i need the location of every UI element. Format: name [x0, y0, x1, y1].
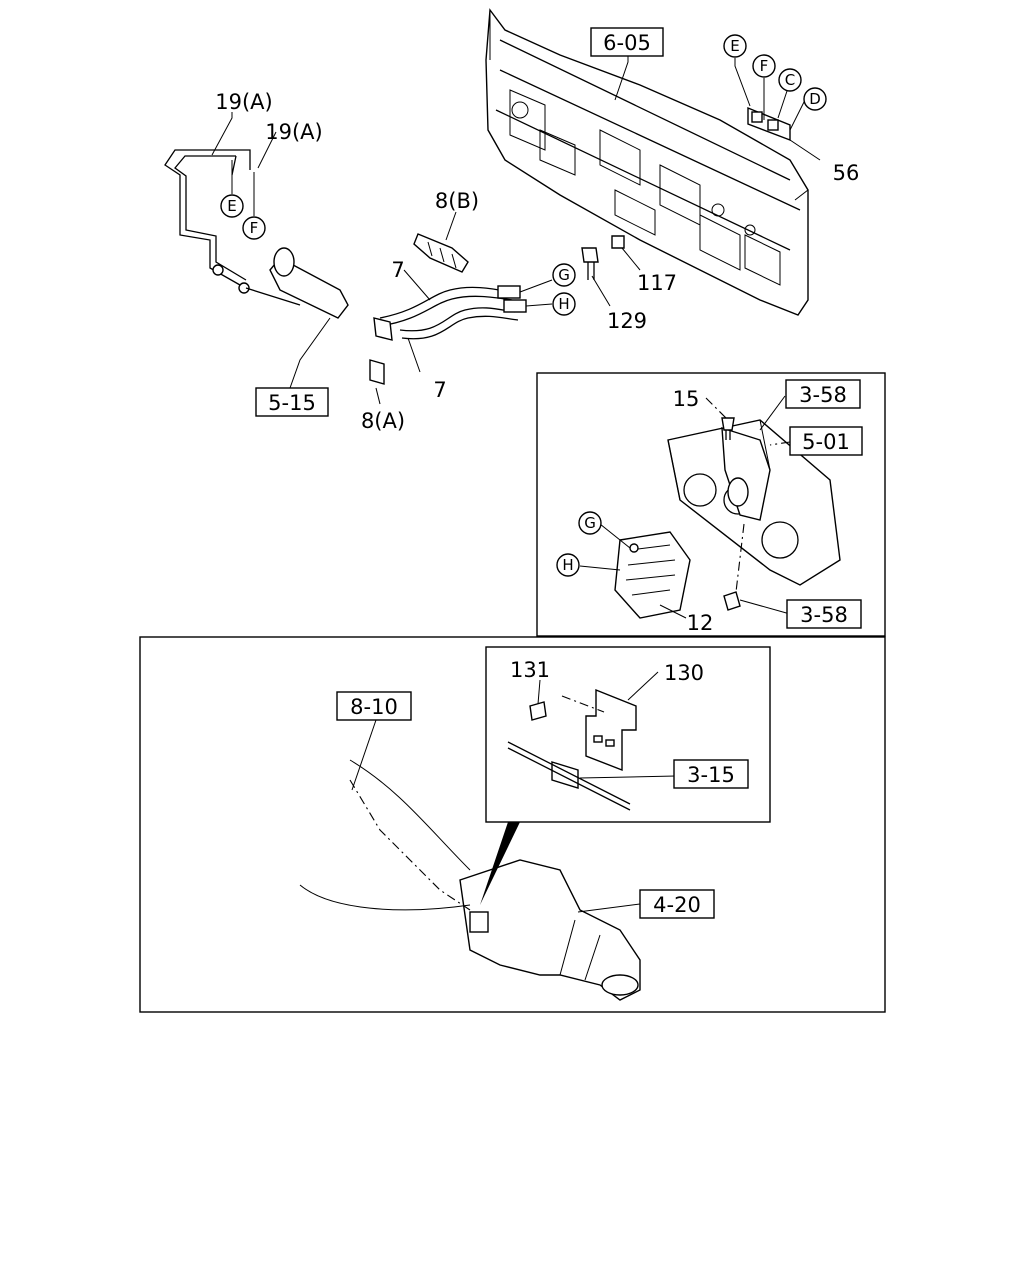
circle-e-left: E [220, 194, 244, 218]
ref-box-501: 5-01 [789, 426, 863, 456]
label-131: 131 [510, 658, 550, 682]
svg-text:H: H [558, 295, 569, 313]
ref-515-text: 5-15 [268, 391, 316, 415]
label-8b: 8(B) [435, 189, 479, 213]
ref-box-358-bottom: 3-58 [786, 599, 862, 629]
ref-358-bottom-text: 3-58 [800, 603, 848, 627]
ref-315-text: 3-15 [687, 763, 735, 787]
leader-lines [211, 54, 821, 913]
label-117: 117 [637, 271, 677, 295]
bolt-131 [529, 701, 547, 721]
washer-117 [611, 235, 625, 249]
circle-h-detail: H [556, 553, 580, 577]
circle-e-right: E [723, 34, 747, 58]
bolt-15 [721, 417, 735, 440]
circle-g-top: G [552, 263, 576, 287]
circle-d: D [803, 87, 827, 111]
clip-8a [369, 317, 393, 385]
label-7-lower: 7 [433, 378, 446, 402]
transmission-420 [299, 759, 641, 1001]
svg-text:G: G [584, 514, 596, 532]
label-129: 129 [607, 309, 647, 333]
ref-810-text: 8-10 [350, 695, 398, 719]
circle-g-detail: G [578, 511, 602, 535]
bolt-358-lower [723, 591, 741, 611]
svg-text:F: F [760, 57, 769, 75]
cowl-panel [485, 8, 809, 316]
label-12: 12 [687, 611, 714, 635]
bracket-56 [747, 106, 791, 142]
inset-frame-bracket-130 [485, 646, 771, 823]
svg-text:E: E [730, 37, 739, 55]
label-130: 130 [664, 661, 704, 685]
junction-block-12 [614, 531, 691, 619]
svg-text:F: F [250, 219, 259, 237]
clip-8b [413, 233, 469, 273]
ref-box-605: 6-05 [590, 27, 664, 57]
ref-605-text: 6-05 [603, 31, 651, 55]
svg-text:E: E [227, 197, 236, 215]
svg-text:C: C [785, 71, 795, 89]
ref-501-text: 5-01 [802, 430, 850, 454]
label-7-upper: 7 [391, 258, 404, 282]
bracket-358 [721, 427, 771, 521]
ref-box-810: 8-10 [336, 691, 412, 721]
bolt-129 [581, 247, 599, 280]
ref-box-358-top: 3-58 [785, 379, 861, 409]
label-15: 15 [673, 387, 700, 411]
label-19a-1: 19(A) [215, 90, 272, 114]
ref-box-420: 4-20 [639, 889, 715, 919]
connector-315 [507, 741, 631, 811]
ref-420-text: 4-20 [653, 893, 701, 917]
svg-text:G: G [558, 266, 570, 284]
pipe-19a [164, 149, 251, 294]
svg-text:H: H [562, 556, 573, 574]
detail-frame-bracket [536, 372, 886, 637]
circle-h-top: H [552, 292, 576, 316]
hose-7 [379, 285, 527, 340]
circle-f-right: F [752, 54, 776, 78]
ref-box-315: 3-15 [673, 759, 749, 789]
circle-f-left: F [242, 216, 266, 240]
svg-text:D: D [809, 90, 821, 108]
detail-frame-transmission [139, 636, 886, 1013]
label-19a-2: 19(A) [265, 120, 322, 144]
label-8a: 8(A) [361, 409, 405, 433]
circle-c: C [778, 68, 802, 92]
ref-358-top-text: 3-58 [799, 383, 847, 407]
frame-member-515 [245, 247, 349, 319]
label-56: 56 [833, 161, 860, 185]
ref-box-515: 5-15 [255, 387, 329, 417]
inset-pointer [480, 822, 520, 905]
